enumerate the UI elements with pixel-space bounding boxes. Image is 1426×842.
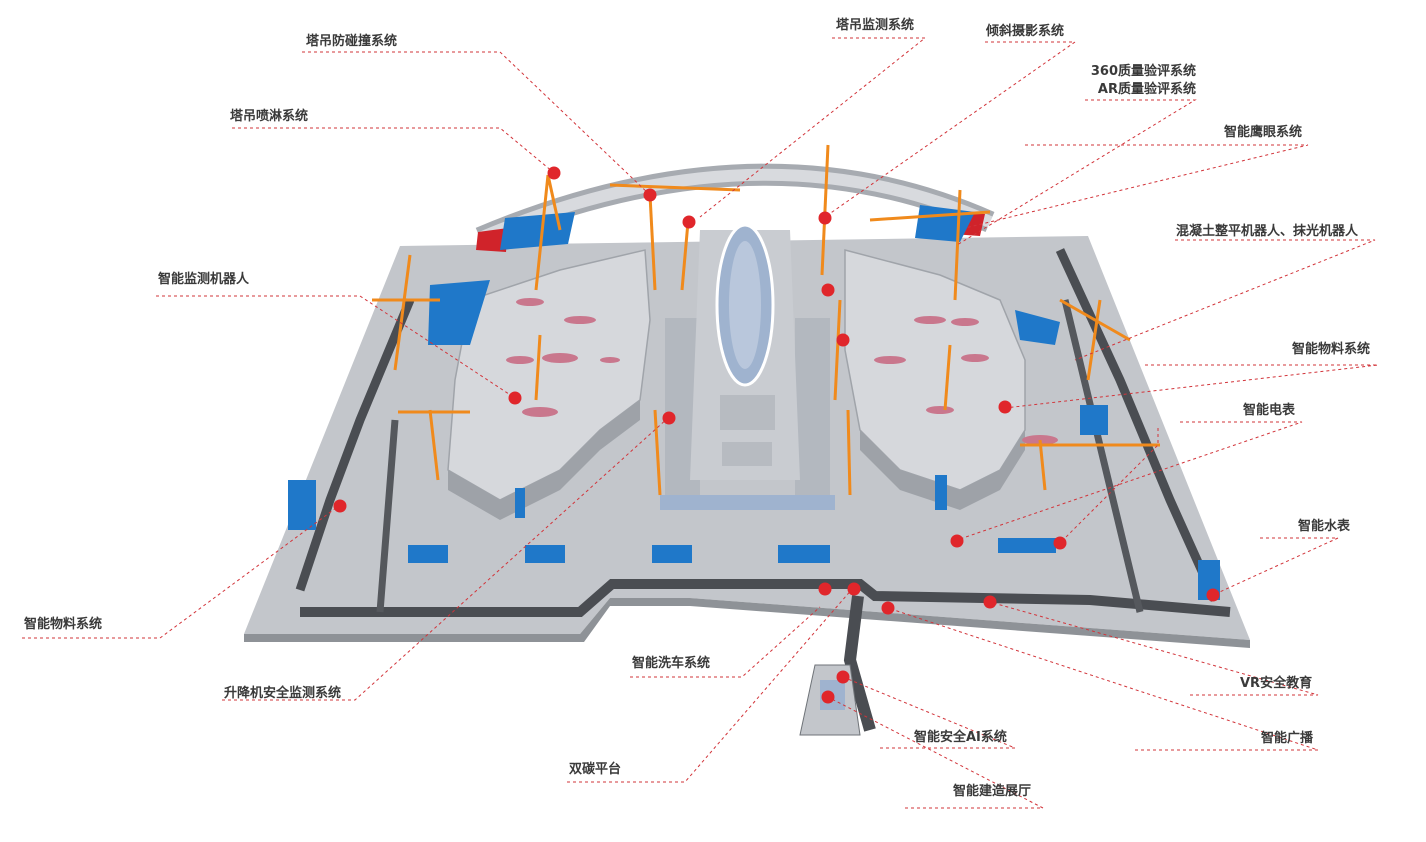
label-ai-safety: 智能安全AI系统 xyxy=(914,730,1007,745)
marker-dual-carbon xyxy=(847,582,861,596)
system-markers xyxy=(333,166,1220,704)
marker-water xyxy=(1206,588,1220,602)
marker-monitor-robot xyxy=(508,391,522,405)
tower-cranes xyxy=(372,144,1160,496)
label-hoist-safety: 升降机安全监测系统 xyxy=(224,686,342,701)
marker-tower-monitor xyxy=(682,215,696,229)
label-dual-carbon: 双碳平台 xyxy=(569,762,622,777)
label-tower-spray: 塔吊喷淋系统 xyxy=(230,109,309,124)
marker-eagle-eye xyxy=(836,333,850,347)
label-tower-monitor: 塔吊监测系统 xyxy=(836,18,915,33)
marker-broadcast xyxy=(881,601,895,615)
left-terminal-wing xyxy=(447,249,651,520)
label-vr-education: VR安全教育 xyxy=(1240,676,1313,691)
marker-exhibition xyxy=(821,690,835,704)
label-exhibition: 智能建造展厅 xyxy=(953,784,1032,799)
label-quality-ar: AR质量验评系统 xyxy=(1097,82,1196,97)
marker-ai-safety xyxy=(836,670,850,684)
label-broadcast: 智能广播 xyxy=(1261,731,1314,746)
marker-tower-spray xyxy=(547,166,561,180)
marker-oblique-photo xyxy=(818,211,832,225)
marker-quality xyxy=(821,283,835,297)
label-material-left: 智能物料系统 xyxy=(24,617,103,632)
label-electric-meter: 智能电表 xyxy=(1243,403,1296,418)
marker-concrete-robot xyxy=(998,400,1012,414)
marker-material-right xyxy=(1053,536,1067,550)
label-concrete-robot: 混凝土整平机器人、抹光机器人 xyxy=(1176,224,1359,239)
label-monitor-robot: 智能监测机器人 xyxy=(158,272,250,287)
site-buildings xyxy=(288,280,1220,600)
marker-tower-anti-collision xyxy=(643,188,657,202)
label-quality-360: 360质量验评系统 xyxy=(1090,64,1196,79)
central-hall xyxy=(660,223,835,510)
label-car-wash: 智能洗车系统 xyxy=(632,656,711,671)
marker-hoist xyxy=(662,411,676,425)
leader-lines xyxy=(22,37,1379,809)
marker-car-wash xyxy=(818,582,832,596)
label-material-right: 智能物料系统 xyxy=(1292,342,1371,357)
label-water-meter: 智能水表 xyxy=(1298,519,1351,534)
marker-vr xyxy=(983,595,997,609)
label-tower-anti-collision: 塔吊防碰撞系统 xyxy=(306,34,398,49)
label-eagle-eye: 智能鹰眼系统 xyxy=(1224,125,1303,140)
right-terminal-wing xyxy=(844,249,1058,510)
marker-electric xyxy=(950,534,964,548)
marker-material-left xyxy=(333,499,347,513)
label-oblique-photo: 倾斜摄影系统 xyxy=(986,24,1065,39)
